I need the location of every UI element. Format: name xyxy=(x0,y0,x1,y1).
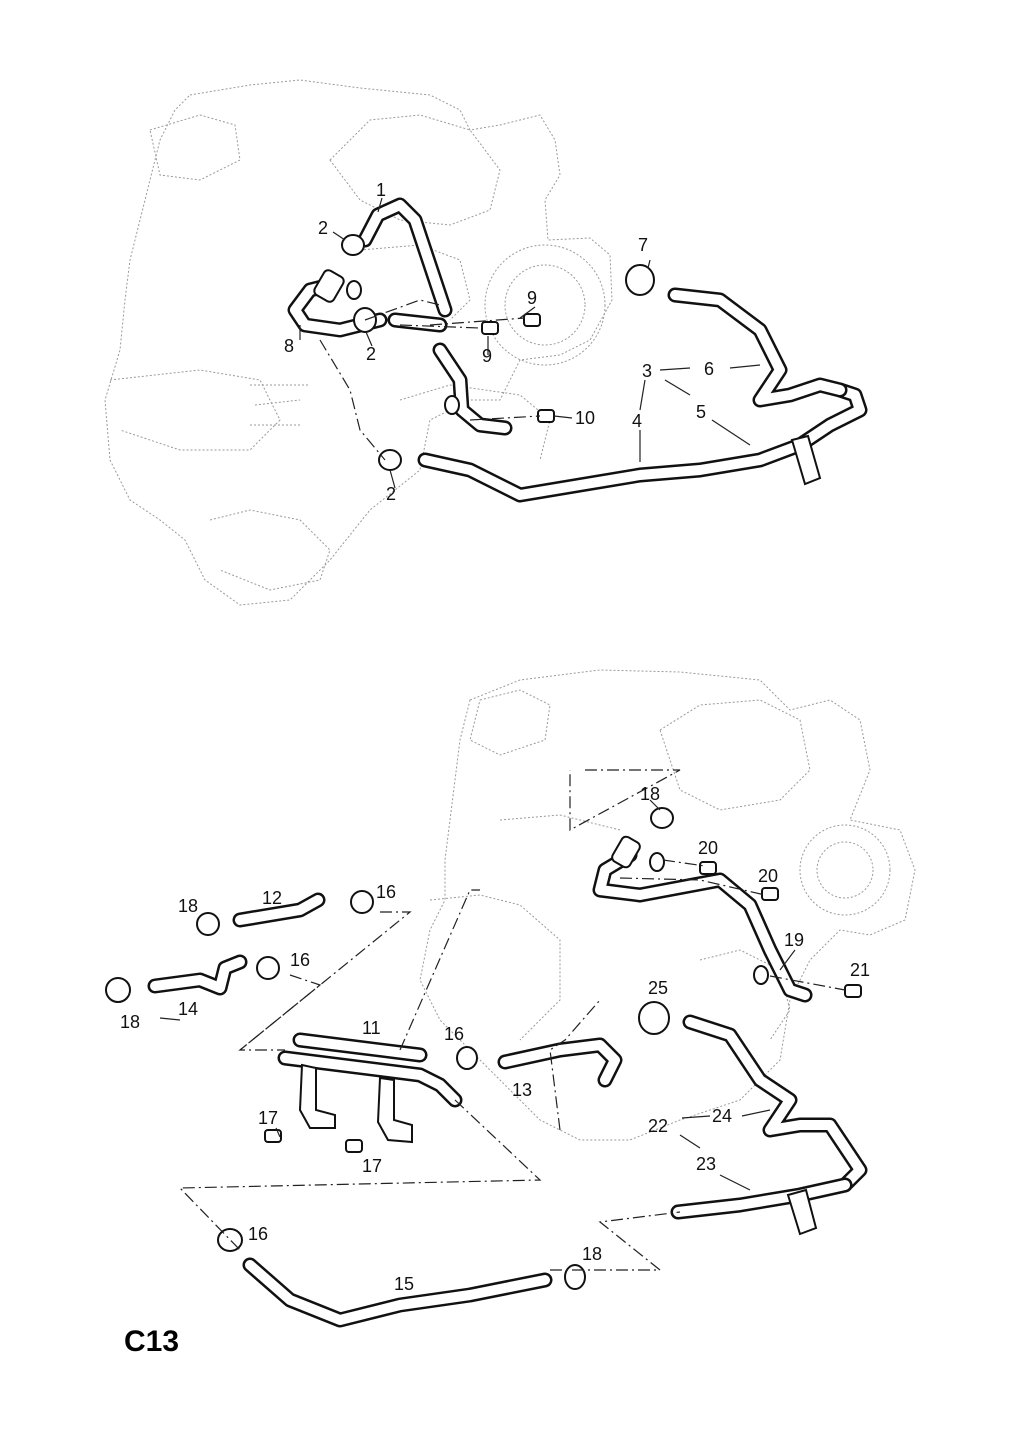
callout-11: 11 xyxy=(362,1018,381,1038)
callout-18: 18 xyxy=(178,896,198,916)
callout-23: 23 xyxy=(696,1154,716,1174)
connector-tube xyxy=(611,835,641,869)
callout-16: 16 xyxy=(444,1024,464,1044)
callout-5: 5 xyxy=(696,402,706,422)
callout-16: 16 xyxy=(290,950,310,970)
callout-18: 18 xyxy=(120,1012,140,1032)
callout-9: 9 xyxy=(482,346,492,366)
lower-leaders xyxy=(159,769,846,1271)
callout-12: 12 xyxy=(262,888,282,908)
hose-clamp xyxy=(350,890,374,914)
callout-16: 16 xyxy=(376,882,396,902)
callout-9: 9 xyxy=(527,288,537,308)
upper-hoses xyxy=(287,197,868,503)
callout-24: 24 xyxy=(712,1106,732,1126)
callout-4: 4 xyxy=(632,411,642,431)
callout-15: 15 xyxy=(394,1274,414,1294)
mounting-bracket xyxy=(786,1188,818,1236)
callout-18: 18 xyxy=(582,1244,602,1264)
callout-1: 1 xyxy=(376,180,386,200)
hose-clamp xyxy=(378,449,402,471)
bolt xyxy=(345,1139,363,1153)
upper-engine-outline xyxy=(104,79,613,606)
hose-clamp xyxy=(638,1001,670,1035)
callout-6: 6 xyxy=(704,359,714,379)
callout-2: 2 xyxy=(386,484,396,504)
hose-clamp xyxy=(564,1264,586,1290)
bolt xyxy=(537,409,555,423)
callout-22: 22 xyxy=(648,1116,668,1136)
callout-10: 10 xyxy=(575,408,595,428)
lower-hoses xyxy=(147,847,868,1328)
bolt xyxy=(761,887,779,901)
callout-17: 17 xyxy=(258,1108,278,1128)
callout-16: 16 xyxy=(248,1224,268,1244)
pipe-bracket xyxy=(376,1076,413,1144)
hose-clamp xyxy=(196,912,220,936)
hose-clamp xyxy=(256,956,280,980)
callout-18: 18 xyxy=(640,784,660,804)
callout-19: 19 xyxy=(784,930,804,950)
pipe-bracket xyxy=(298,1063,336,1129)
bolt xyxy=(699,861,717,875)
lower-engine-outline xyxy=(419,669,916,1141)
hose-clamp xyxy=(341,234,365,256)
pipe-flange xyxy=(346,280,362,300)
hose-clamp xyxy=(456,1046,478,1070)
callout-2: 2 xyxy=(318,218,328,238)
pipe-flange xyxy=(753,965,769,985)
callout-8: 8 xyxy=(284,336,294,356)
pipe-flange xyxy=(649,852,665,872)
hose-clamp xyxy=(105,977,131,1003)
bolt xyxy=(844,984,862,998)
callout-17: 17 xyxy=(362,1156,382,1176)
bolt xyxy=(264,1129,282,1143)
bolt xyxy=(481,321,499,335)
pipe-flange xyxy=(444,395,460,415)
hose-clamp xyxy=(650,807,674,829)
lower-callout-labels: 11 12 13 14 15 16 16 16 16 17 17 18 18 1… xyxy=(120,784,870,1294)
callout-14: 14 xyxy=(178,999,198,1019)
callout-25: 25 xyxy=(648,978,668,998)
upper-clamps-bolts xyxy=(313,234,822,486)
mounting-bracket xyxy=(790,434,822,486)
callout-20: 20 xyxy=(758,866,778,886)
lower-clamps-bolts xyxy=(105,807,862,1290)
callout-20: 20 xyxy=(698,838,718,858)
callout-2: 2 xyxy=(366,344,376,364)
callout-3: 3 xyxy=(642,361,652,381)
hose-clamp xyxy=(625,264,655,296)
page-code: C13 xyxy=(124,1325,179,1358)
callout-13: 13 xyxy=(512,1080,532,1100)
callout-21: 21 xyxy=(850,960,870,980)
upper-callout-labels: 1 2 2 2 3 4 5 6 7 8 9 9 10 xyxy=(284,180,714,504)
bolt xyxy=(523,313,541,327)
connector-tube xyxy=(313,269,345,303)
callout-7: 7 xyxy=(638,235,648,255)
upper-leaders xyxy=(299,197,761,489)
